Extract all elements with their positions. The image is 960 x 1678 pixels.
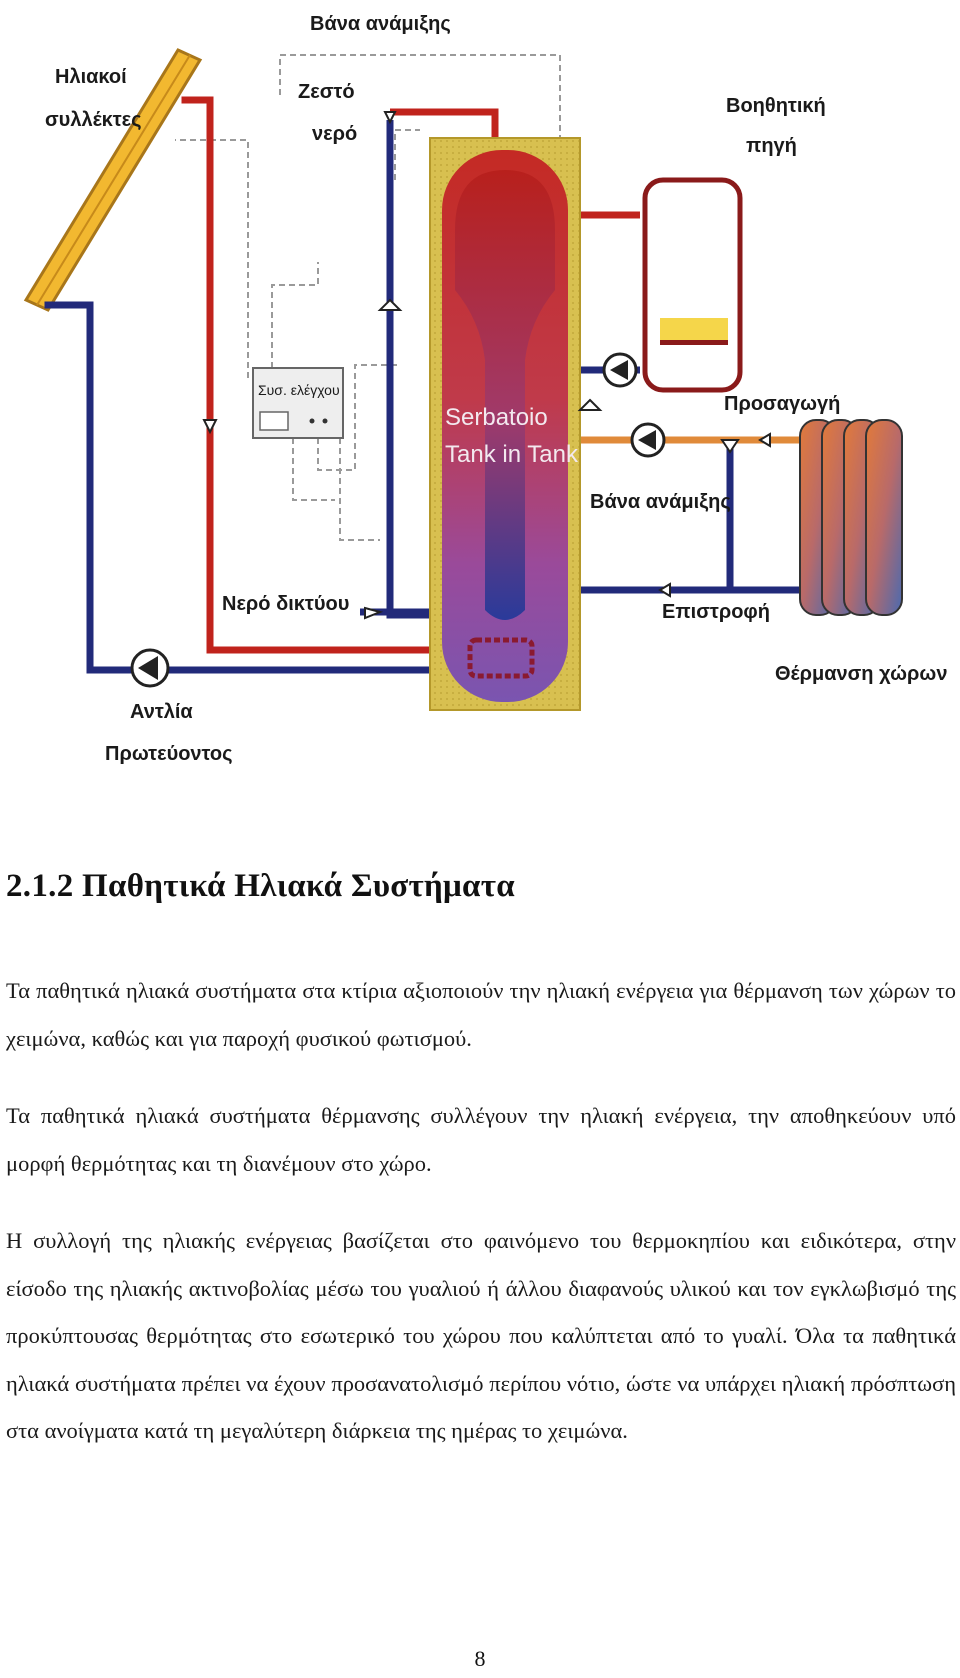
space-heating-label: Θέρμανση χώρων: [775, 663, 947, 685]
radiator: [799, 419, 903, 616]
solar-collector: [23, 48, 203, 312]
solar-collectors-label-2: συλλέκτες: [45, 109, 142, 131]
supply-label: Προσαγωγή: [724, 393, 840, 415]
diagram-labels: Βάνα ανάμιξης Ηλιακοί συλλέκτες Ζεστό νε…: [45, 13, 947, 765]
controller-label: Συσ. ελέγχου: [258, 382, 340, 398]
tank-label-2: Tank in Tank: [445, 441, 579, 468]
storage-tank: [429, 137, 581, 711]
controller-box: [252, 367, 344, 439]
valve-icons: [202, 111, 771, 620]
hot-water-label-2: νερό: [312, 123, 357, 145]
solar-collectors-label-1: Ηλιακοί: [55, 66, 127, 88]
mixing-valve-bottom-label: Βάνα ανάμιξης: [590, 491, 731, 513]
mixing-valve-top-label: Βάνα ανάμιξης: [310, 13, 451, 35]
hot-water-label-1: Ζεστό: [298, 81, 355, 103]
paragraph-1: Τα παθητικά ηλιακά συστήματα στα κτίρια …: [6, 978, 956, 1051]
paragraph-2: Τα παθητικά ηλιακά συστήματα θέρμανσης σ…: [6, 1103, 956, 1176]
page-number: 8: [474, 1646, 486, 1671]
primary-circuit: [44, 96, 474, 674]
auxiliary-source-label-1: Βοηθητική: [726, 95, 826, 117]
paragraph-3: Η συλλογή της ηλιακής ενέργειας βασίζετα…: [6, 1228, 956, 1443]
pump-icons: [130, 352, 666, 688]
pump-label-1: Αντλία: [130, 701, 193, 723]
tank-label-1: Serbatoio: [445, 404, 548, 431]
auxiliary-source-label-2: πηγή: [746, 135, 797, 157]
section-heading: 2.1.2 Παθητικά Ηλιακά Συστήματα: [6, 868, 516, 904]
solar-heating-system-diagram: Βάνα ανάμιξης Ηλιακοί συλλέκτες Ζεστό νε…: [23, 13, 947, 765]
mains-water-label: Νερό δικτύου: [222, 593, 349, 615]
pump-label-2: Πρωτεύοντος: [105, 743, 233, 765]
auxiliary-boiler: [642, 177, 743, 393]
return-label: Επιστροφή: [662, 601, 770, 623]
